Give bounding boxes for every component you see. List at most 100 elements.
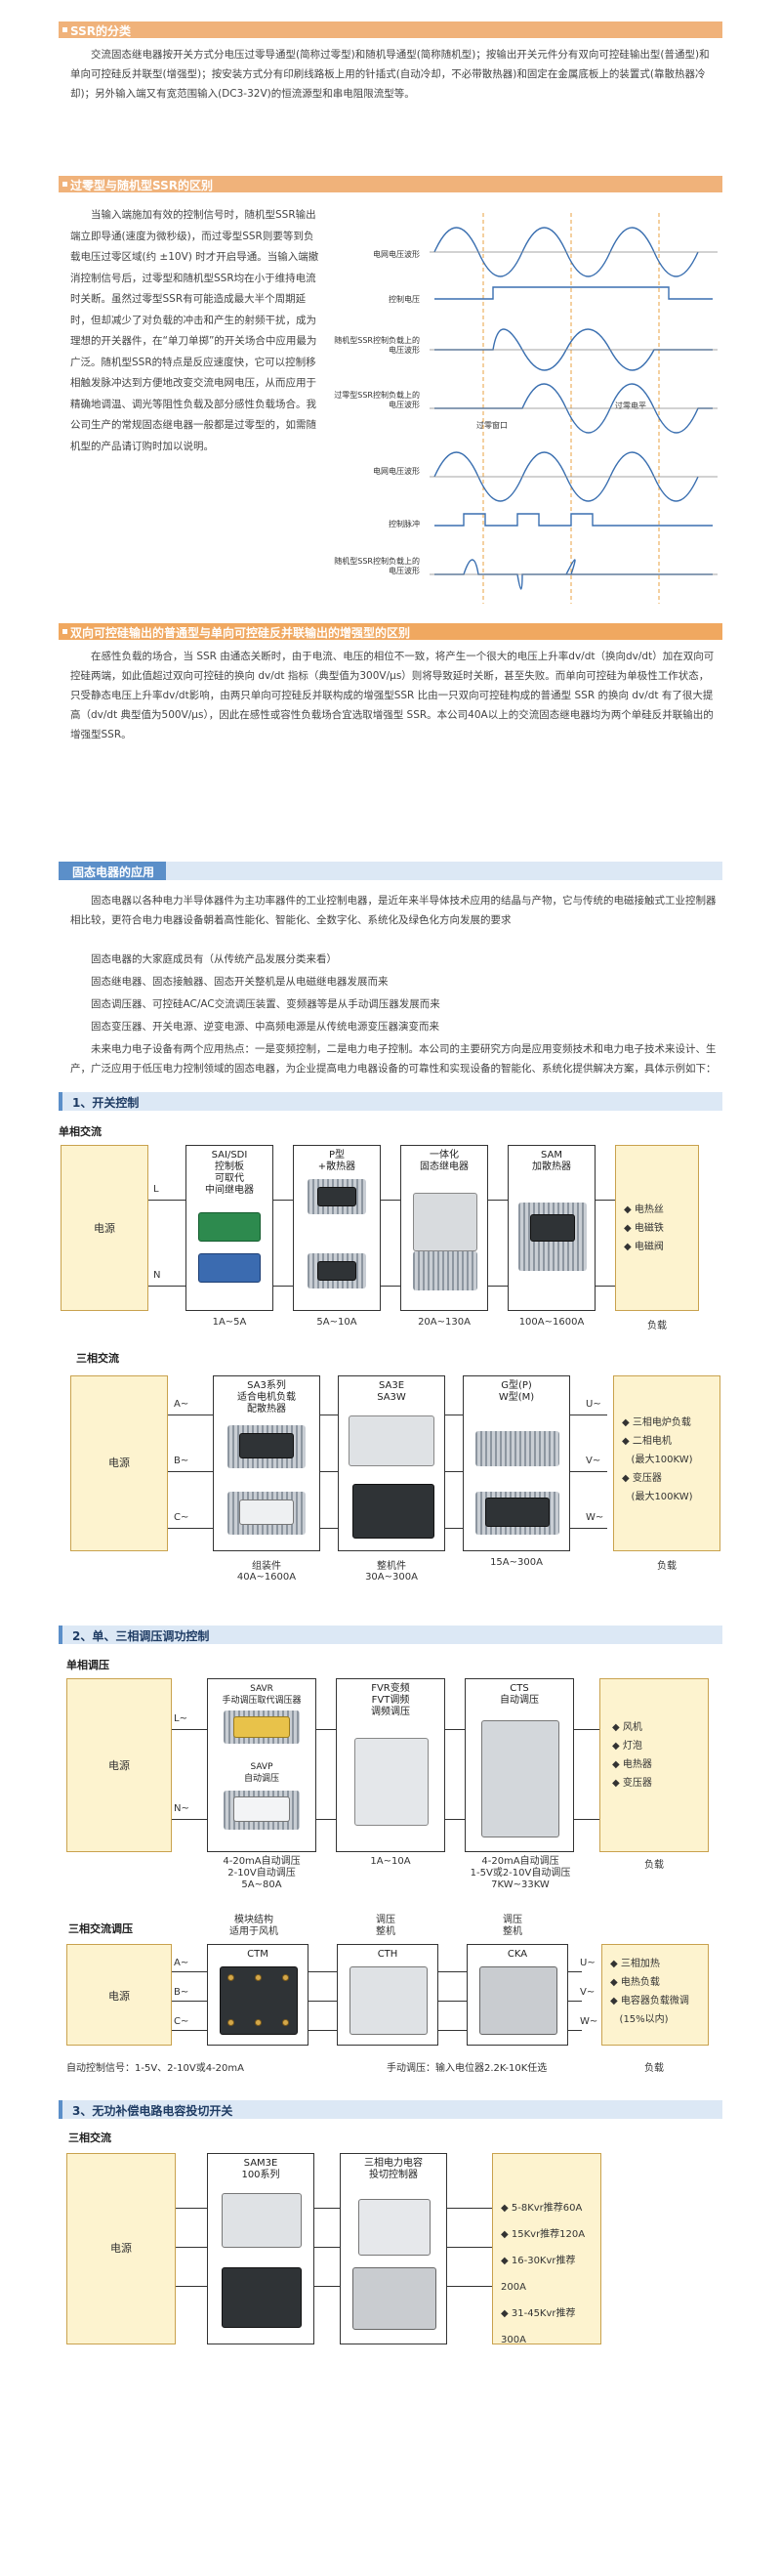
classification-text: 交流固态继电器按开关方式分电压过零导通型(简称过零型)和随机导通型(简称随机型)…: [70, 49, 710, 100]
load-item: 变压器: [622, 1778, 652, 1789]
grid-voltage-label-2: 电网电压波形: [373, 467, 420, 476]
zero-vs-random-text: 当输入端施加有效的控制信号时，随机型SSR输出端立即导通(速度为微秒级)，而过零…: [70, 209, 319, 452]
power-source-box: 电源: [66, 1678, 172, 1852]
section-title: 双向可控硅输出的普通型与单向可控硅反并联输出的增强型的区别: [70, 626, 411, 640]
load-item: 三相电炉负载: [632, 1417, 691, 1428]
load-list: ◆ 电热丝 ◆ 电磁铁 ◆ 电磁阀: [624, 1204, 664, 1252]
load-box: ◆ 三相电炉负载 ◆ 二相电机 (最大100KW) ◆ 变压器 (最大100KW…: [613, 1375, 720, 1551]
phase-W-label: W~: [586, 1512, 604, 1523]
section-title-bar: 固态电器的应用: [59, 862, 722, 880]
phase-B-label: B~: [174, 1987, 189, 1998]
single-phase-label: 单相交流: [59, 1125, 102, 1138]
phase-U-label: U~: [586, 1399, 601, 1410]
product-cka-title: CKA: [507, 1949, 528, 1960]
product-integrated: 一体化 固态继电器: [400, 1145, 488, 1311]
load-item: 16-30Kvr推荐200A: [501, 2256, 576, 2293]
phase-U-label: U~: [580, 1958, 596, 1968]
application-p2: 固态电器的大家庭成员有（从传统产品发展分类来看）: [91, 953, 337, 965]
capacitor-control-title: 3、无功补偿电路电容投切开关: [72, 2104, 233, 2118]
range-caption: 15A~300A: [490, 1557, 543, 1568]
product-sa3-title: SA3系列 适合电机负载 配散热器: [237, 1380, 296, 1415]
product-sa3e-title: SA3E SA3W: [377, 1380, 406, 1403]
control-voltage-label: 控制电压: [389, 295, 420, 304]
product-g-type: G型(P) W型(M): [463, 1375, 570, 1551]
range-caption: 整机件 30A~300A: [365, 1561, 418, 1583]
three-phase-regulation-label: 三相交流调压: [68, 1922, 133, 1935]
load-list: ◆ 风机 ◆ 灯泡 ◆ 电热器 ◆ 变压器: [612, 1722, 652, 1789]
cka-header: 调压 整机: [503, 1915, 522, 1937]
application-p5: 固态变压器、开关电源、逆变电源、中高频电源是从传统电源变压器演变而来: [91, 1021, 439, 1033]
control-pulse-label: 控制脉冲: [389, 520, 420, 528]
load-item: 风机: [622, 1722, 642, 1733]
range-caption: 100A~1600A: [518, 1317, 585, 1328]
power-source-box: 电源: [66, 2153, 176, 2344]
load-item: 电磁阀: [634, 1242, 664, 1252]
single-phase-regulation-label: 单相调压: [66, 1659, 109, 1671]
product-savp-title: SAVP 自动调压: [243, 1762, 279, 1784]
phase-C-label: C~: [174, 1512, 189, 1523]
load-list: ◆ 三相加热 ◆ 电热负载 ◆ 电容器负载微调 (15%以内): [610, 1959, 689, 2025]
product-savr-title: SAVR 手动调压取代调压器: [222, 1684, 302, 1706]
product-cts: CTS 自动调压: [465, 1678, 574, 1852]
section-title: 固态电器的应用: [72, 866, 155, 879]
phase-A-label: A~: [174, 1958, 189, 1968]
product-sa3e: SA3E SA3W: [338, 1375, 445, 1551]
load-caption: 负载: [657, 1561, 677, 1572]
load-item: 电磁铁: [634, 1223, 664, 1234]
load-box: ◆ 电热丝 ◆ 电磁铁 ◆ 电磁阀: [615, 1145, 699, 1311]
phase-L-label: L: [153, 1184, 159, 1195]
load-caption: 负载: [647, 1321, 667, 1331]
load-item: 电热丝: [634, 1204, 664, 1215]
product-savr: SAVR 手动调压取代调压器 SAVP 自动调压: [207, 1678, 316, 1852]
section-title-bar: 双向可控硅输出的普通型与单向可控硅反并联输出的增强型的区别: [59, 623, 722, 640]
load-item: (15%以内): [619, 2014, 669, 2025]
load-caption: 负载: [644, 1860, 664, 1871]
power-source-label: 电源: [108, 1457, 130, 1469]
auto-signal-note: 自动控制信号：1-5V、2-10V或4-20mA: [66, 2063, 244, 2074]
capacitor-control-bar: 3、无功补偿电路电容投切开关: [59, 2100, 722, 2119]
product-sai-sdi: SAI/SDI 控制板 可取代 中间继电器: [185, 1145, 273, 1311]
phase-A-label: A~: [174, 1399, 189, 1410]
phase-B-label: B~: [174, 1456, 189, 1466]
grid-voltage-label: 电网电压波形: [373, 250, 420, 259]
load-item: 三相加热: [620, 1959, 660, 1969]
product-sam3e-title: SAM3E 100系列: [241, 2158, 280, 2180]
neutral-N-label: N: [153, 1270, 161, 1281]
load-item: (最大100KW): [631, 1492, 693, 1502]
product-sam3e: SAM3E 100系列: [207, 2153, 314, 2344]
load-item: 电热负载: [620, 1977, 660, 1988]
load-item: 15Kvr推荐120A: [511, 2229, 586, 2240]
zero-ssr-label: 过零型SSR控制负载上的电压波形: [334, 391, 420, 409]
product-capacitor-title: 三相电力电容 投切控制器: [364, 2158, 423, 2180]
load-item: (最大100KW): [631, 1455, 693, 1465]
voltage-control-bar: 2、单、三相调压调功控制: [59, 1626, 722, 1644]
load-item: 二相电机: [632, 1436, 672, 1447]
power-source-label: 电源: [110, 2242, 132, 2255]
load-box: ◆ 三相加热 ◆ 电热负载 ◆ 电容器负载微调 (15%以内): [601, 1944, 709, 2046]
phase-L-label: L~: [174, 1713, 187, 1724]
range-caption: 1A~10A: [370, 1856, 411, 1867]
load-box: ◆ 5-8Kvr推荐60A ◆ 15Kvr推荐120A ◆ 16-30Kvr推荐…: [492, 2153, 601, 2345]
range-caption: 4-20mA自动调压 2-10V自动调压 5A~80A: [223, 1856, 301, 1890]
product-p-title: P型 +散热器: [317, 1150, 356, 1172]
waveforms-svg: [430, 213, 718, 604]
application-p3: 固态继电器、固态接触器、固态开关整机是从电磁继电器发展而来: [91, 976, 389, 988]
power-source-box: 电源: [61, 1145, 148, 1311]
manual-note: 手动调压：输入电位器2.2K-10K任选: [387, 2063, 548, 2074]
product-fvr: FVR变频 FVT调频 调频调压: [336, 1678, 445, 1852]
product-ctm-title: CTM: [247, 1949, 268, 1960]
load-list: ◆ 5-8Kvr推荐60A ◆ 15Kvr推荐120A ◆ 16-30Kvr推荐…: [501, 2203, 586, 2345]
load-item: 变压器: [632, 1473, 662, 1484]
application-p4: 固态调压器、可控硅AC/AC交流调压装置、变频器等是从手动调压器发展而来: [91, 998, 440, 1010]
power-source-box: 电源: [66, 1944, 172, 2046]
product-sam-title: SAM 加散热器: [532, 1150, 571, 1172]
load-item: 5-8Kvr推荐60A: [511, 2203, 583, 2214]
product-sai-title: SAI/SDI 控制板 可取代 中间继电器: [205, 1150, 254, 1196]
load-item: 31-45Kvr推荐300A: [501, 2308, 576, 2345]
section-title-bar: SSR的分类: [59, 21, 722, 38]
range-caption: 组装件 40A~1600A: [236, 1561, 297, 1583]
range-caption: 1A~5A: [212, 1317, 247, 1328]
random-ssr-label: 随机型SSR控制负载上的电压波形: [334, 336, 420, 355]
section-title: 过零型与随机型SSR的区别: [70, 179, 213, 192]
phase-V-label: V~: [586, 1456, 601, 1466]
